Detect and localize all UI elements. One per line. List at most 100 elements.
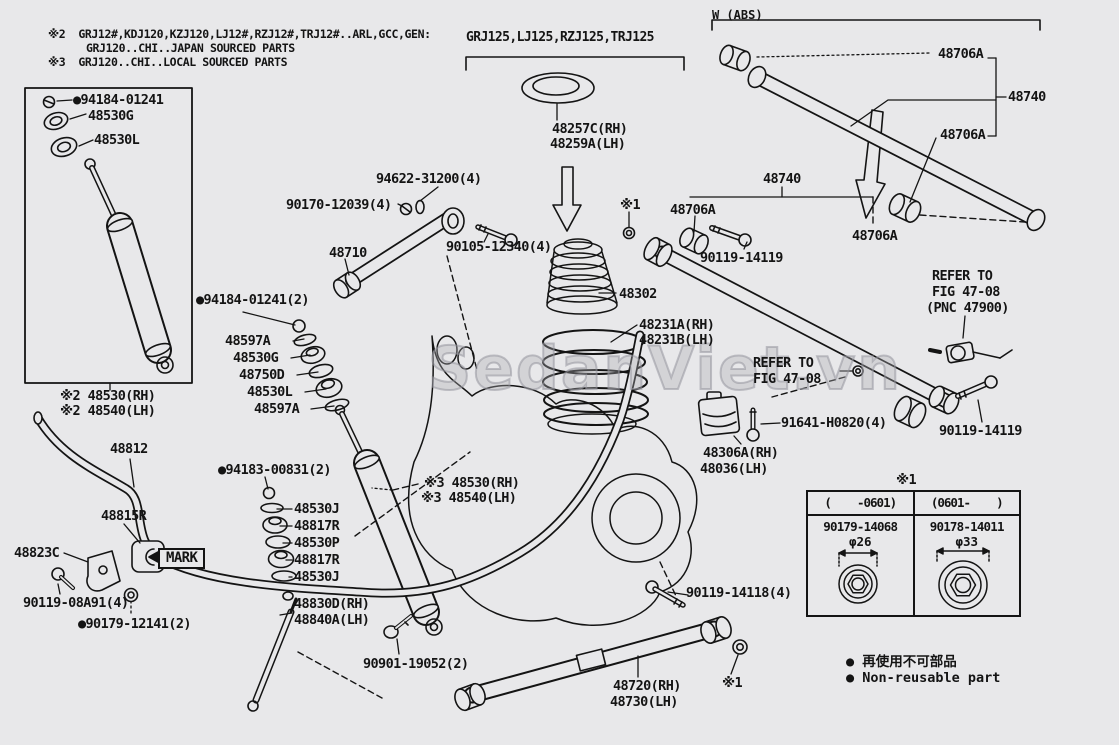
label-star1-mid: ※1	[620, 197, 641, 213]
label-48710: 48710	[329, 245, 367, 261]
label-94183-00831: ●94183-00831(2)	[218, 462, 332, 478]
table-dia-late: φ33	[955, 534, 979, 549]
label-48530l-box: 48530L	[94, 132, 140, 148]
table-dia-early: φ26	[848, 534, 872, 549]
label-48817r-2: 48817R	[294, 552, 340, 568]
table-period-early: ( -0601)	[808, 492, 913, 516]
down-arrow-center	[552, 166, 582, 232]
label-94622-31200: 94622-31200(4)	[376, 171, 482, 187]
dashed-lines	[297, 196, 1026, 699]
bolt-90119-14119-upper	[709, 225, 752, 247]
label-48812: 48812	[110, 441, 148, 457]
label-48530g-box: 48530G	[88, 108, 134, 124]
label-star2-48540-lh: ※2 48540(LH)	[60, 403, 156, 419]
link-mount-stack	[260, 486, 297, 582]
label-48302: 48302	[619, 286, 657, 302]
label-48740-right: 48740	[1008, 89, 1046, 105]
bushing-48706a-floating	[888, 193, 922, 223]
label-refer1-line3: (PNC 47900)	[926, 300, 1009, 316]
table-col-late: (0601- ) 90178-14011 φ33	[914, 492, 1019, 615]
label-48830d-rh: 48830D(RH)	[294, 596, 370, 612]
label-48817r-1: 48817R	[294, 518, 340, 534]
nut-refer-left	[852, 365, 864, 377]
label-90170-12039: 90170-12039(4)	[286, 197, 392, 213]
label-star2-48530-rh: ※2 48530(RH)	[60, 388, 156, 404]
label-48530j-1: 48530J	[294, 501, 340, 517]
label-48730-lh: 48730(LH)	[610, 694, 678, 710]
table-period-late: (0601- )	[914, 492, 1019, 516]
wabs-bracket	[711, 19, 1041, 31]
lateral-rod-upper	[719, 44, 1046, 232]
label-48231b-lh: 48231B(LH)	[639, 332, 715, 348]
label-48750d: 48750D	[239, 367, 285, 383]
nut-variant-table: ( -0601) 90179-14068 φ26 (0601- ) 90178-…	[806, 490, 1021, 617]
label-48840a-lh: 48840A(LH)	[294, 612, 370, 628]
bolt-90105-12340	[475, 224, 518, 247]
label-48706a-low: 48706A	[852, 228, 898, 244]
label-48597a-2: 48597A	[254, 401, 300, 417]
bump-stop-cushion	[697, 391, 741, 437]
wabs-header: W (ABS)	[712, 8, 763, 22]
label-48823c: 48823C	[14, 545, 60, 561]
label-91641-h0820: 91641-H0820(4)	[781, 415, 887, 431]
label-90179-12141: ●90179-12141(2)	[78, 616, 192, 632]
table-col-early: ( -0601) 90179-14068 φ26	[808, 492, 915, 615]
label-48706a-mid: 48706A	[940, 127, 986, 143]
label-48597a-1: 48597A	[225, 333, 271, 349]
label-90119-14119-bottom: 90119-14119	[939, 423, 1022, 439]
label-mark-box: MARK	[158, 548, 206, 569]
legend-nonreusable-en: ● Non-reusable part	[846, 670, 1001, 686]
legend-nonreusable-jp: ● 再使用不可部品	[846, 654, 957, 670]
label-48706a-top: 48706A	[938, 46, 984, 62]
label-star1-bottom: ※1	[722, 675, 743, 691]
label-48259a-lh: 48259A(LH)	[550, 136, 626, 152]
lateral-rod-lower	[643, 225, 998, 429]
label-48740-center: 48740	[763, 171, 801, 187]
lower-control-arm	[454, 580, 748, 712]
nut-star1-bottom	[732, 639, 748, 655]
stabilizer-bar	[33, 330, 645, 598]
label-48720-rh: 48720(RH)	[613, 678, 681, 694]
bolt-90901-19052	[383, 614, 413, 639]
bolt-91641	[746, 407, 760, 442]
note-line-2: GRJ120..CHI..JAPAN SOURCED PARTS	[86, 41, 295, 55]
leader-lines	[56, 57, 1007, 678]
label-48530p: 48530P	[294, 535, 340, 551]
label-48530l-2: 48530L	[247, 384, 293, 400]
label-90105-12340: 90105-12340(4)	[446, 239, 552, 255]
label-refer2-line1: REFER TO	[753, 355, 814, 371]
label-refer2-line2: FIG 47-08	[753, 371, 821, 387]
label-90119-14119-top: 90119-14119	[700, 250, 783, 266]
label-90901-19052: 90901-19052(2)	[363, 656, 469, 672]
axle-housing	[407, 335, 698, 626]
table-part-late: 90178-14011	[929, 519, 1005, 534]
label-90119-08a91: 90119-08A91(4)	[23, 595, 129, 611]
label-star3-48530-rh: ※3 48530(RH)	[424, 475, 520, 491]
watermark: SedanViet.vn	[427, 333, 902, 405]
stabilizer-bushing-clamp	[51, 540, 165, 603]
label-48815r: 48815R	[101, 508, 147, 524]
label-48231a-rh: 48231A(RH)	[639, 317, 715, 333]
shock-mount-stack	[292, 319, 350, 412]
label-48306a-rh: 48306A(RH)	[703, 445, 779, 461]
boxed-shock-kit	[24, 87, 193, 384]
spring-seat-ring	[521, 72, 595, 121]
table-title-star1: ※1	[896, 472, 917, 488]
label-refer1-line2: FIG 47-08	[932, 284, 1000, 300]
bolt-90119-08a91	[51, 567, 75, 590]
abs-sensor-part	[928, 341, 1013, 364]
bolt-90119-14118	[645, 580, 686, 608]
coil-spring	[542, 329, 649, 426]
label-94184-01241-2: ●94184-01241(2)	[196, 292, 310, 308]
label-refer1-line1: REFER TO	[932, 268, 993, 284]
stabilizer-link	[247, 591, 298, 712]
dotted-lines	[130, 52, 931, 614]
label-48706a-left: 48706A	[670, 202, 716, 218]
table-part-early: 90179-14068	[823, 519, 898, 534]
nut-star1-middle	[622, 226, 636, 240]
label-48530j-2: 48530J	[294, 569, 340, 585]
label-90119-14118: 90119-14118(4)	[686, 585, 792, 601]
variant-header: GRJ125,LJ125,RZJ125,TRJ125	[466, 30, 655, 45]
